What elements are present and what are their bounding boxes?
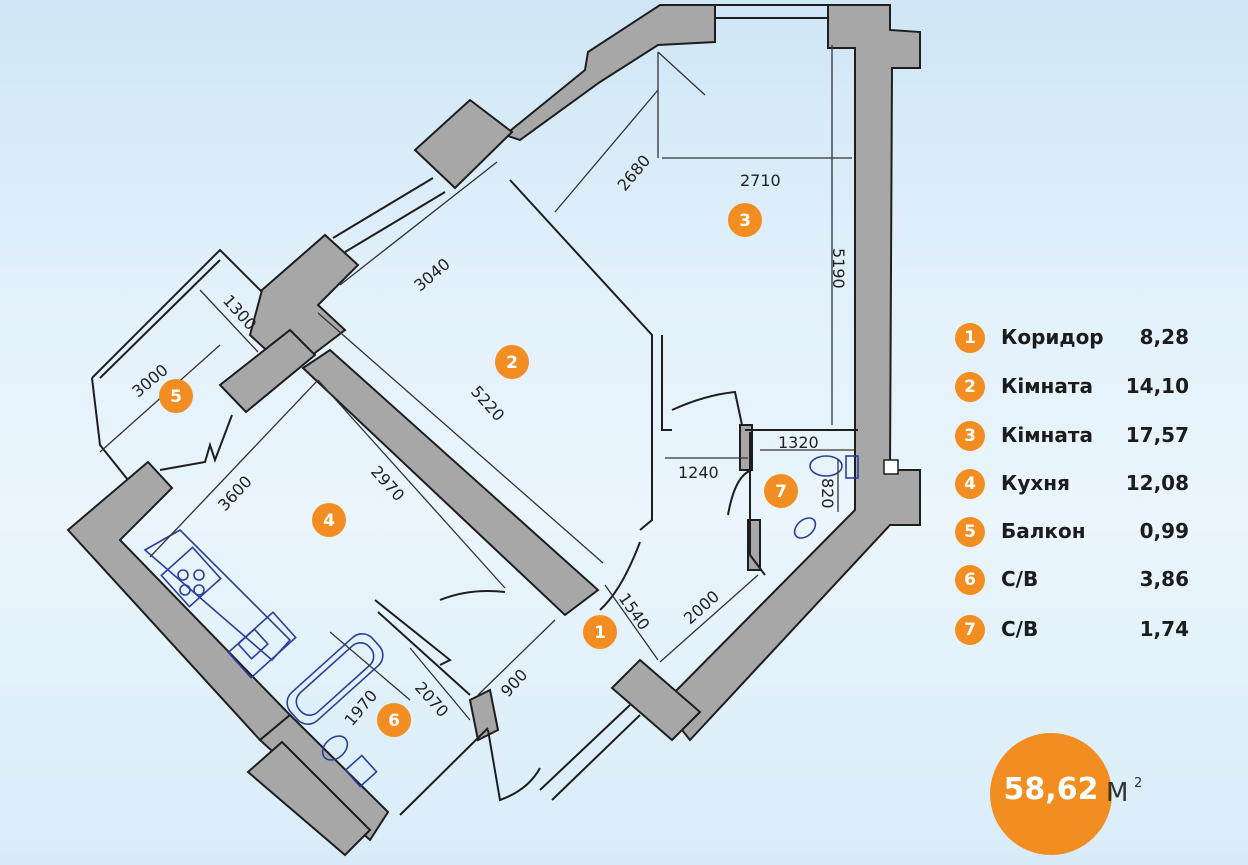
svg-text:7: 7 <box>775 482 787 502</box>
legend-row-2: 2 Кімната 14,10 <box>955 369 1195 403</box>
radiator-icon <box>883 459 899 475</box>
legend-row-6: 6 С/В 3,86 <box>955 562 1195 596</box>
bathtub-icon <box>286 633 384 725</box>
dim-1320: 1320 <box>778 433 819 452</box>
total-area-unit: М <box>1106 778 1129 808</box>
dim-3040: 3040 <box>410 254 453 295</box>
door-swings <box>159 390 753 802</box>
legend-room-name: Коридор <box>1001 325 1104 349</box>
legend-room-name: Кімната <box>1001 374 1093 398</box>
legend-room-name: С/В <box>1001 567 1039 591</box>
legend-badge: 2 <box>955 372 985 402</box>
legend-row-1: 1 Коридор 8,28 <box>955 320 1195 354</box>
legend-room-area: 3,86 <box>1139 567 1189 591</box>
window-frames <box>332 4 830 801</box>
dim-900: 900 <box>497 665 532 700</box>
dim-2710: 2710 <box>740 171 781 190</box>
dim-2680: 2680 <box>614 151 655 194</box>
legend-badge: 1 <box>955 323 985 353</box>
legend-room-name: С/В <box>1001 617 1039 641</box>
legend-room-area: 8,28 <box>1139 325 1189 349</box>
room-markers: 1 2 3 4 5 6 7 <box>159 203 798 737</box>
room-marker-1: 1 <box>583 615 617 649</box>
stove-icon <box>160 546 222 608</box>
dim-2970: 2970 <box>367 462 408 505</box>
room-marker-2: 2 <box>495 345 529 379</box>
svg-text:3: 3 <box>739 211 751 231</box>
svg-text:2: 2 <box>506 353 518 373</box>
legend-row-5: 5 Балкон 0,99 <box>955 514 1195 548</box>
dim-2000: 2000 <box>680 587 723 628</box>
legend-row-3: 3 Кімната 17,57 <box>955 418 1195 452</box>
total-area-value: 58,62 <box>1003 772 1099 807</box>
legend-badge: 5 <box>955 517 985 547</box>
legend-room-area: 17,57 <box>1125 423 1189 447</box>
legend-badge: 4 <box>955 469 985 499</box>
total-area-unit-superscript: 2 <box>1134 776 1143 791</box>
countertop-outline <box>143 529 292 662</box>
dim-820: 820 <box>818 478 837 509</box>
svg-text:6: 6 <box>388 711 400 731</box>
room-marker-7: 7 <box>764 474 798 508</box>
legend-room-name: Кімната <box>1001 423 1093 447</box>
svg-text:4: 4 <box>323 511 335 531</box>
dimension-lines <box>99 45 855 721</box>
legend-room-area: 0,99 <box>1139 519 1189 543</box>
legend-badge: 3 <box>955 421 985 451</box>
total-area-badge <box>990 733 1112 855</box>
legend-row-7: 7 С/В 1,74 <box>955 612 1195 646</box>
balcony-outline <box>91 248 263 481</box>
legend-room-area: 14,10 <box>1125 374 1189 398</box>
svg-text:5: 5 <box>170 387 182 407</box>
svg-text:1: 1 <box>594 623 606 643</box>
legend-room-area: 12,08 <box>1125 471 1189 495</box>
dim-3600: 3600 <box>214 472 256 515</box>
legend-badge: 6 <box>955 565 985 595</box>
toilet-icon-6 <box>321 735 378 788</box>
legend-badge: 7 <box>955 615 985 645</box>
washbasin-icon-7 <box>793 517 817 539</box>
fixtures <box>143 455 899 788</box>
walls <box>66 4 921 857</box>
legend-room-name: Кухня <box>1001 471 1070 495</box>
room-marker-5: 5 <box>159 379 193 413</box>
legend-room-area: 1,74 <box>1139 617 1189 641</box>
legend-row-4: 4 Кухня 12,08 <box>955 466 1195 500</box>
dim-1540: 1540 <box>615 589 654 633</box>
dim-5220: 5220 <box>467 382 508 425</box>
dim-1240: 1240 <box>678 463 719 482</box>
room-marker-3: 3 <box>728 203 762 237</box>
room-marker-4: 4 <box>312 503 346 537</box>
dim-5190: 5190 <box>829 248 848 289</box>
legend-room-name: Балкон <box>1001 519 1086 543</box>
dim-2070: 2070 <box>411 678 452 721</box>
dim-1970: 1970 <box>341 686 382 729</box>
toilet-icon-7 <box>809 455 859 479</box>
partitions <box>374 179 858 816</box>
room-marker-6: 6 <box>377 703 411 737</box>
